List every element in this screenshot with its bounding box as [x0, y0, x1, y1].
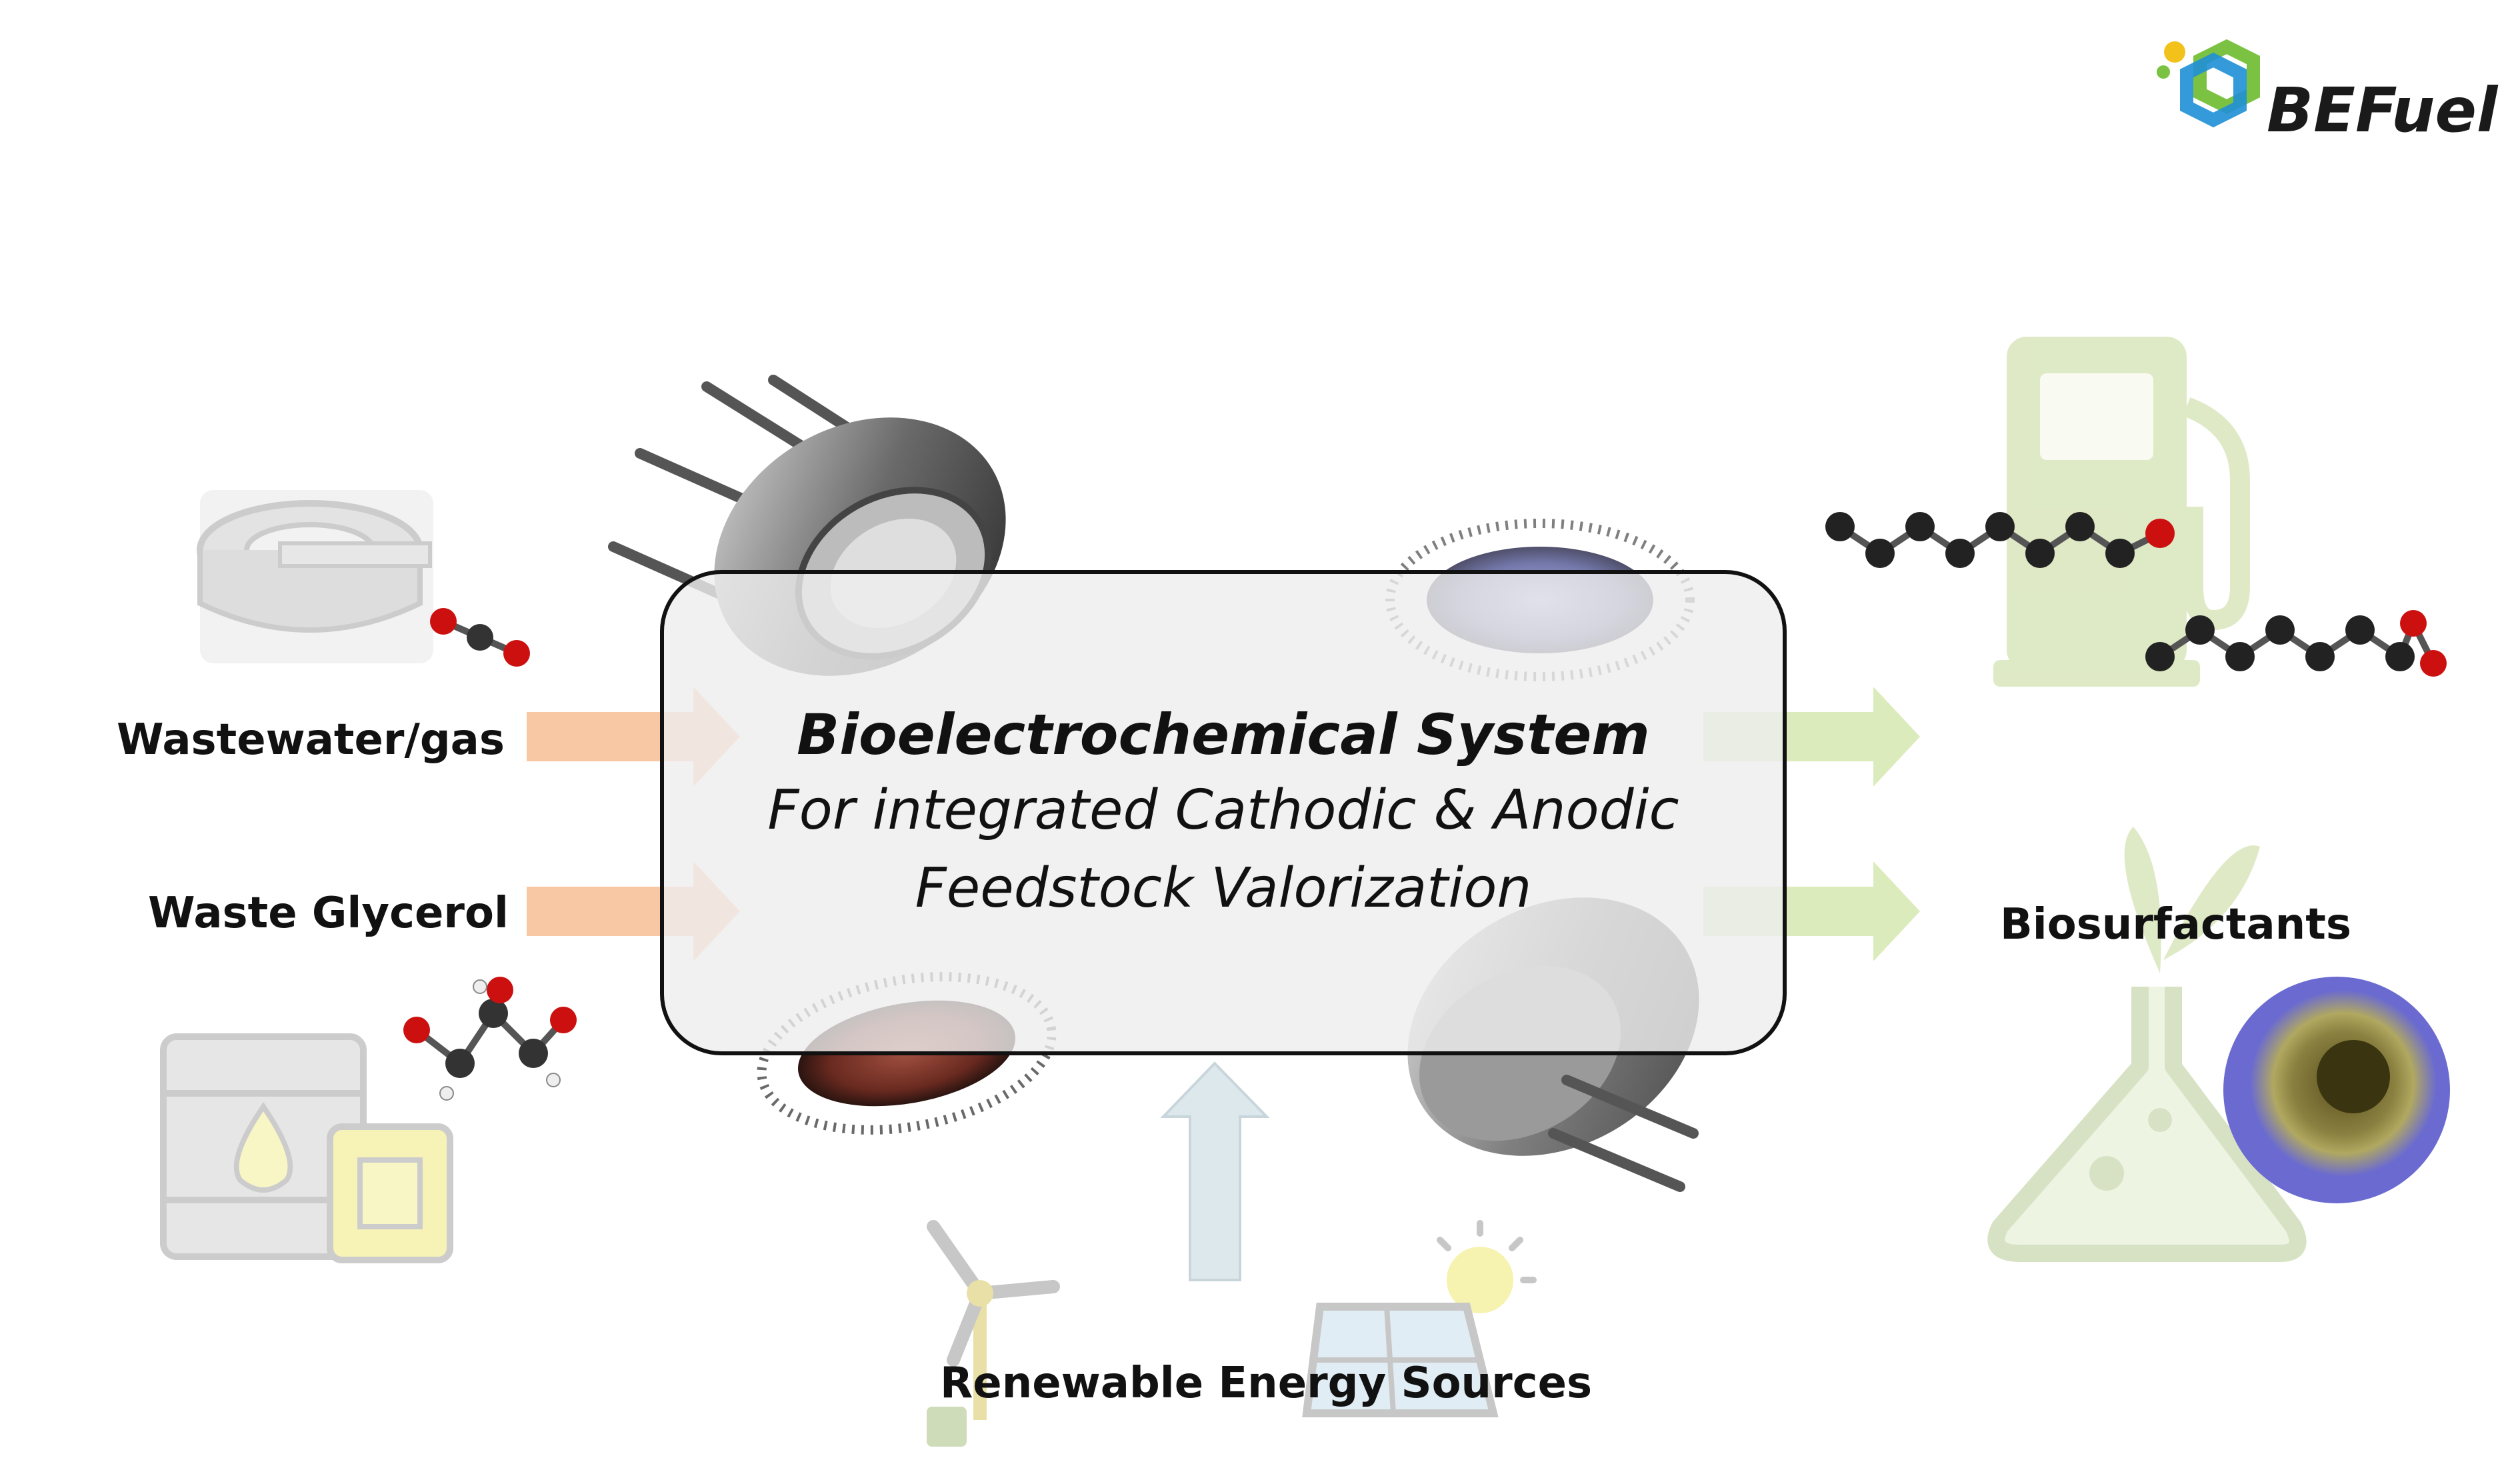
input-label-glycerol: Waste Glycerol: [148, 889, 509, 938]
flask-icon: [1987, 827, 2307, 1262]
oil-barrel-canister-icon: [160, 1033, 453, 1263]
glycerol-molecule-icon: [403, 977, 577, 1101]
center-title: Bioelectrochemical System: [797, 702, 1650, 767]
output-label-biosurfactants: Biosurfactants: [2000, 900, 2351, 949]
output-arrow-biosurfactants: [1703, 861, 1920, 961]
bioelectrochemical-system-box: [660, 570, 1787, 1055]
brand-name: BEFuel: [2267, 75, 2498, 146]
energy-arrow: [1160, 1061, 1270, 1281]
input-label-wastewater: Wastewater/gas: [117, 715, 505, 765]
micelle-icon: [2223, 977, 2450, 1203]
wind-turbine-icon: [927, 1220, 1060, 1447]
input-arrow-glycerol: [527, 861, 740, 961]
co2-molecule-icon: [430, 608, 530, 667]
fuel-pump-icon: [1993, 337, 2250, 687]
energy-label: Renewable Energy Sources: [940, 1359, 1593, 1408]
fatty-acid-molecule-top-icon: [1825, 512, 2175, 568]
befuel-logo-icon: [2157, 39, 2260, 128]
center-subtitle-line-2: Feedstock Valorization: [915, 857, 1532, 920]
wastewater-tank-icon: [197, 490, 433, 663]
fatty-acid-molecule-bottom-icon: [2145, 610, 2447, 677]
center-subtitle-line-1: For integrated Cathodic & Anodic: [767, 779, 1679, 842]
input-arrow-wastewater: [527, 687, 740, 787]
output-arrow-fuel: [1703, 687, 1920, 787]
solar-panel-icon: [1302, 1220, 1537, 1417]
